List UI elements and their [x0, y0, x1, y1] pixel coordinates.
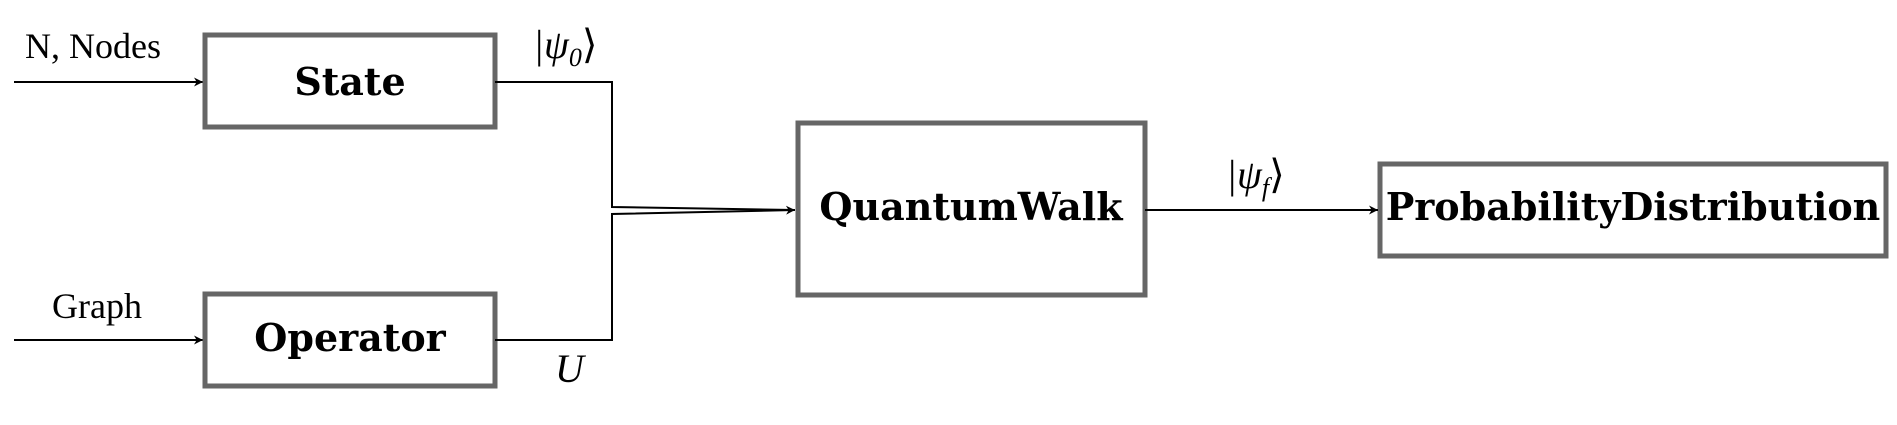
psi0-prefix: |ψ: [533, 22, 570, 67]
operator-box-label: Operator: [254, 315, 446, 360]
psif-prefix: |ψ: [1226, 152, 1263, 197]
u-label: U: [555, 346, 587, 391]
probability-distribution-box-label: ProbabilityDistribution: [1386, 184, 1881, 229]
operator-to-walk-connector: [495, 205, 796, 341]
psif-subscript: f: [1262, 173, 1273, 202]
psif-suffix: ⟩: [1269, 152, 1285, 197]
psi0-subscript: 0: [569, 43, 582, 72]
probability-distribution-box: [1377, 161, 1889, 259]
psi0-suffix: ⟩: [582, 22, 598, 67]
psi0-label: |ψ0⟩: [533, 22, 597, 72]
quantum-walk-box: [795, 120, 1148, 298]
state-box-label: State: [294, 59, 405, 104]
state-to-walk-connector: [495, 81, 796, 211]
operator-input-label: Graph: [52, 286, 142, 326]
state-input-label: N, Nodes: [25, 26, 161, 66]
psif-label: |ψf⟩: [1226, 152, 1285, 202]
quantum-walk-box-label: QuantumWalk: [819, 184, 1123, 229]
